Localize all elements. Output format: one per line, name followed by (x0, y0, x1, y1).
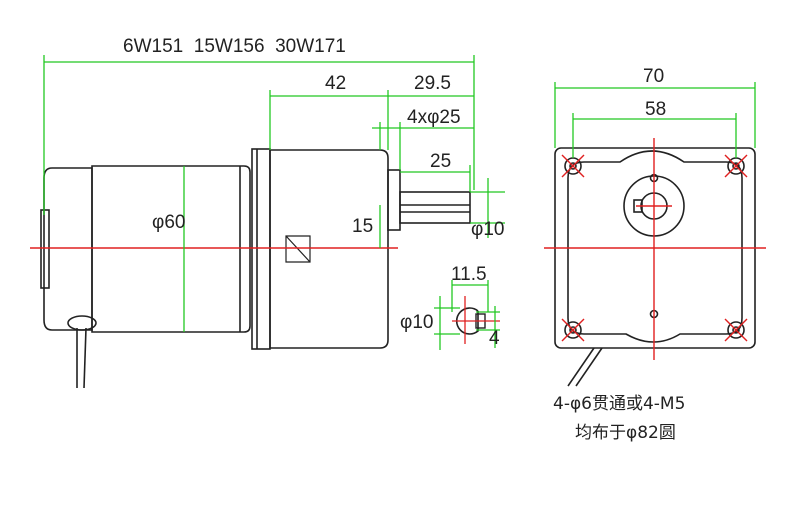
shaft-section-outline (455, 307, 479, 335)
shaft-diameter-label: φ10 (471, 219, 504, 240)
shaft-length-label: 29.5 (414, 73, 451, 94)
motor-end-cap (43, 167, 93, 331)
key-length-label: 25 (430, 151, 451, 172)
shaft-boss (387, 169, 401, 231)
section-diameter-label: φ10 (400, 312, 433, 333)
wire-bushing (67, 315, 97, 331)
side-view-dimensions (43, 55, 505, 332)
mounting-note-line1: 4-φ6贯通或4-M5 (553, 394, 685, 414)
shaft-section (434, 280, 500, 350)
key-flat-depth-label: 11.5 (451, 264, 487, 285)
front-gear-cover (567, 150, 743, 343)
side-view (40, 148, 471, 389)
internal-key-detail (285, 235, 311, 263)
front-wire-b (575, 347, 603, 387)
front-wire-a (567, 347, 595, 387)
front-view (554, 147, 756, 387)
hole-spacing-label: 58 (645, 99, 666, 120)
front-view-dimensions (554, 82, 756, 158)
mount-hole-br (727, 321, 745, 339)
flange-width-label: 70 (643, 66, 664, 87)
lead-wire-b (83, 327, 87, 389)
gearbox-flange (251, 148, 271, 350)
mount-hole-bl (564, 321, 582, 339)
shoulder-diameter-label: 4xφ25 (407, 107, 461, 128)
shaft-offset-label: 15 (352, 216, 373, 237)
output-shaft (399, 191, 471, 224)
motor-body (91, 165, 251, 333)
gearbox-body (269, 149, 389, 349)
mounting-note-line2: 均布于φ82圆 (575, 423, 676, 443)
motor-diameter-label: φ60 (152, 212, 185, 233)
key-width-label: 4 (489, 328, 500, 349)
overall-length-label: 6W151 15W156 30W171 (123, 36, 346, 57)
gearbox-length-label: 42 (325, 73, 346, 94)
end-cap-boss (40, 209, 50, 289)
front-view-centerlines (544, 138, 766, 360)
